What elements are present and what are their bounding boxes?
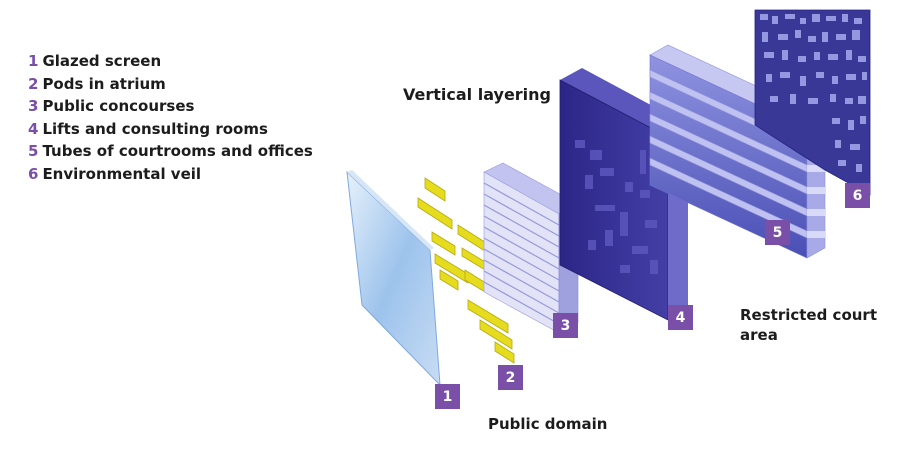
glazed-screen-layer <box>346 170 441 387</box>
legend-label: Pods in atrium <box>42 74 166 93</box>
badge-6: 6 <box>845 183 870 208</box>
restricted-area-label: Restricted court area <box>740 306 877 344</box>
legend-number: 1 <box>28 52 39 70</box>
legend-number: 6 <box>28 164 39 183</box>
badge-2: 2 <box>498 365 523 390</box>
badge-5: 5 <box>765 220 790 245</box>
badge-1: 1 <box>435 384 460 409</box>
legend-number: 3 <box>28 97 39 115</box>
vertical-layering-heading: Vertical layering <box>403 85 552 104</box>
badge-3: 3 <box>553 313 578 338</box>
legend-number: 4 <box>28 119 39 138</box>
environmental-veil-layer <box>754 9 871 196</box>
badge-4: 4 <box>668 305 693 330</box>
legend-number: 2 <box>28 74 39 93</box>
legend-label: Environmental veil <box>42 164 202 183</box>
legend-number: 5 <box>28 142 39 160</box>
public-domain-label: Public domain <box>488 415 608 433</box>
legend-label: Glazed screen <box>42 52 162 70</box>
legend-label: Lifts and consulting rooms <box>42 119 268 138</box>
legend-label: Tubes of courtrooms and offices <box>42 142 313 160</box>
legend-label: Public concourses <box>42 97 195 115</box>
